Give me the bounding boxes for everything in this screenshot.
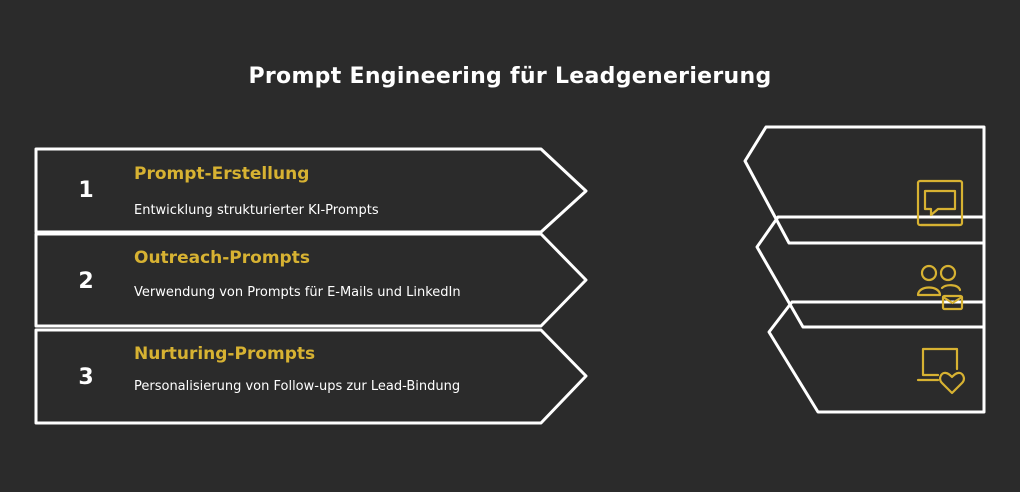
step-3-description: Personalisierung von Follow-ups zur Lead…: [134, 379, 461, 394]
step-1-number: 1: [78, 178, 94, 203]
step-1-title: Prompt-Erstellung: [134, 164, 310, 184]
step-2-arrow: [34, 232, 588, 328]
step-2-description: Verwendung von Prompts für E-Mails und L…: [134, 285, 461, 300]
diagram-title: Prompt Engineering für Leadgenerierung: [248, 64, 772, 89]
chat-bubble-icon: [916, 179, 964, 227]
step-3-number: 3: [78, 365, 94, 390]
step-3-arrow: [34, 328, 588, 425]
step-2-number: 2: [78, 269, 94, 294]
step-2-title: Outreach-Prompts: [134, 248, 310, 268]
block-1: [743, 125, 986, 245]
device-heart-icon: [916, 347, 965, 395]
step-3-title: Nurturing-Prompts: [134, 344, 316, 364]
users-mail-icon: [916, 264, 964, 311]
block-2: [755, 215, 986, 329]
step-1-arrow: [34, 147, 588, 234]
step-1-description: Entwicklung strukturierter KI-Prompts: [134, 203, 379, 218]
